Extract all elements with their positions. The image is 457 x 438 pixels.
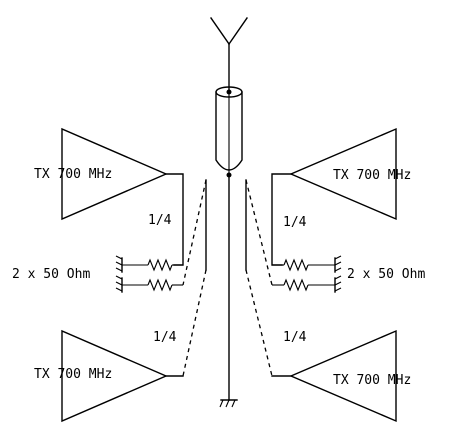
quarter-label-top-right: 1/4 [283,215,307,230]
termination-label-right: 2 x 50 Ohm [347,267,425,282]
amplifier-bottom-left: TX 700 MHz [34,329,184,423]
resistor-icon [122,278,183,292]
quarter-label-top-left: 1/4 [148,213,172,228]
coaxial-cylinder [215,86,243,178]
junction-dot-top [226,89,232,95]
amplifier-bottom-right: TX 700 MHz [271,329,411,423]
resistor-icon [272,258,335,272]
termination-right: 2 x 50 Ohm [272,255,425,293]
termination-label-left: 2 x 50 Ohm [12,267,90,282]
coupler-strips [205,179,247,271]
ground-icon [115,255,123,293]
amp-label-top-left: TX 700 MHz [34,167,112,182]
quarter-label-bottom-left: 1/4 [153,330,177,345]
termination-left: 2 x 50 Ohm [12,255,183,293]
amp-label-bottom-right: TX 700 MHz [333,373,411,388]
quarter-label-bottom-right: 1/4 [283,330,307,345]
ground-icon [334,255,342,293]
resistor-icon [122,258,183,272]
ground-icon [219,399,238,408]
resistor-icon [272,278,335,292]
quarter-wave-lines [182,179,273,377]
amplifier-top-right: TX 700 MHz [271,127,411,266]
antenna-icon [210,17,248,93]
amp-label-top-right: TX 700 MHz [333,168,411,183]
amp-label-bottom-left: TX 700 MHz [34,367,112,382]
amplifier-top-left: TX 700 MHz [34,127,184,266]
